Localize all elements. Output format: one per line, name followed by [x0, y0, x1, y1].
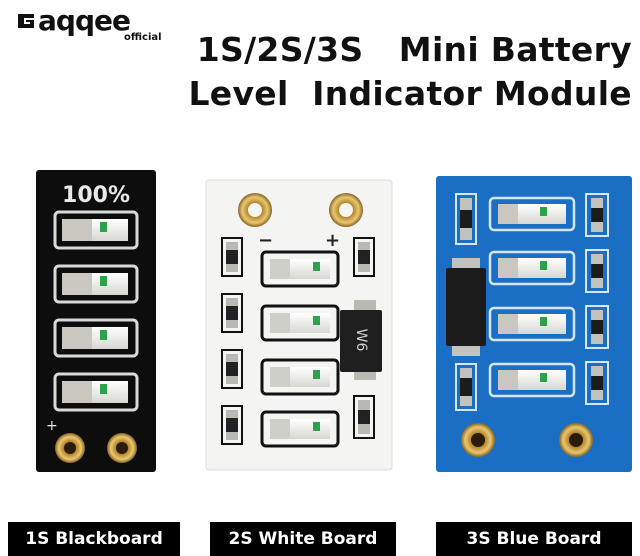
brand-tag: official	[124, 32, 162, 43]
white-board-leds	[260, 250, 340, 448]
caption-1s: 1S Blackboard	[8, 522, 180, 556]
black-board-leds	[53, 210, 139, 412]
white-board-minus-mark: −	[258, 230, 273, 251]
black-board-percent-label: 100%	[62, 183, 130, 208]
led	[53, 264, 139, 304]
white-board-plus-mark: +	[325, 230, 340, 251]
led	[488, 250, 576, 286]
white-board-resistors-left	[221, 237, 243, 445]
led	[53, 318, 139, 358]
white-board-chip-marking: W6	[353, 329, 369, 352]
white-board-resistors-right	[353, 237, 375, 439]
led	[488, 196, 576, 232]
title-line-1: 1S/2S/3S Mini Battery	[196, 30, 632, 69]
blue-board	[436, 176, 632, 472]
led	[260, 410, 340, 448]
led	[260, 250, 340, 288]
led	[53, 372, 139, 412]
led	[488, 306, 576, 342]
page-title: 1S/2S/3S Mini Battery Level Indicator Mo…	[162, 28, 632, 116]
blue-board-resistors	[455, 193, 609, 411]
led	[260, 304, 340, 342]
blue-board-leds	[488, 196, 576, 398]
blue-board-regulator-chip	[446, 258, 486, 356]
led	[488, 362, 576, 398]
white-board: − +	[205, 179, 393, 471]
boards-photo: 100% +	[36, 170, 632, 472]
led	[260, 358, 340, 396]
black-board-plus-mark: +	[46, 418, 58, 434]
caption-3s: 3S Blue Board	[436, 522, 632, 556]
led	[53, 210, 139, 250]
brand-name: aqqee	[38, 4, 131, 37]
brand-logo: aqqee official	[16, 4, 176, 44]
title-line-2: Level Indicator Module	[188, 74, 632, 113]
brand-mark-icon	[18, 14, 34, 28]
black-board: 100% +	[36, 170, 156, 472]
white-board-regulator-chip: W6	[340, 300, 382, 380]
caption-2s: 2S White Board	[210, 522, 396, 556]
